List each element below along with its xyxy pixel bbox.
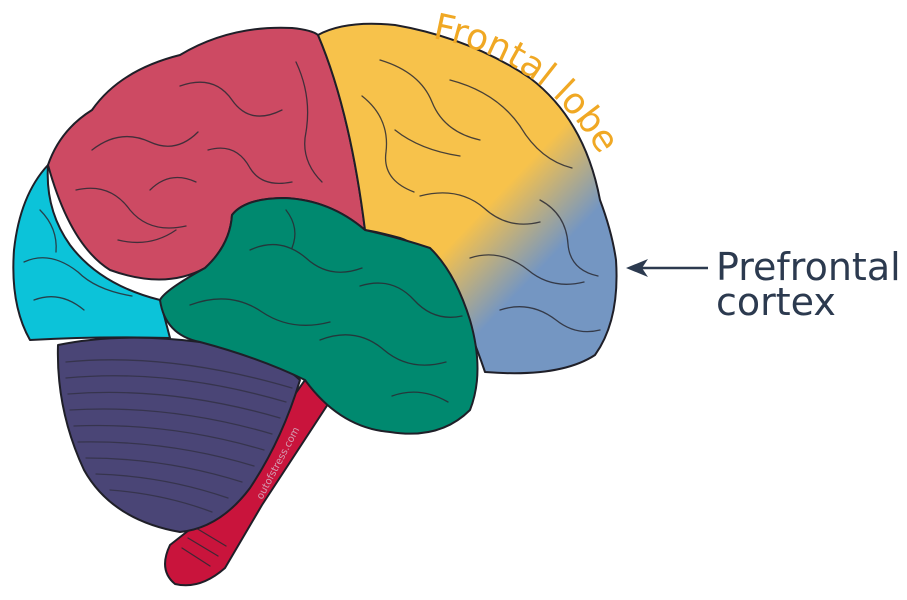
prefrontal-arrow <box>626 259 708 277</box>
prefrontal-cortex-label-line2: cortex <box>716 280 836 324</box>
